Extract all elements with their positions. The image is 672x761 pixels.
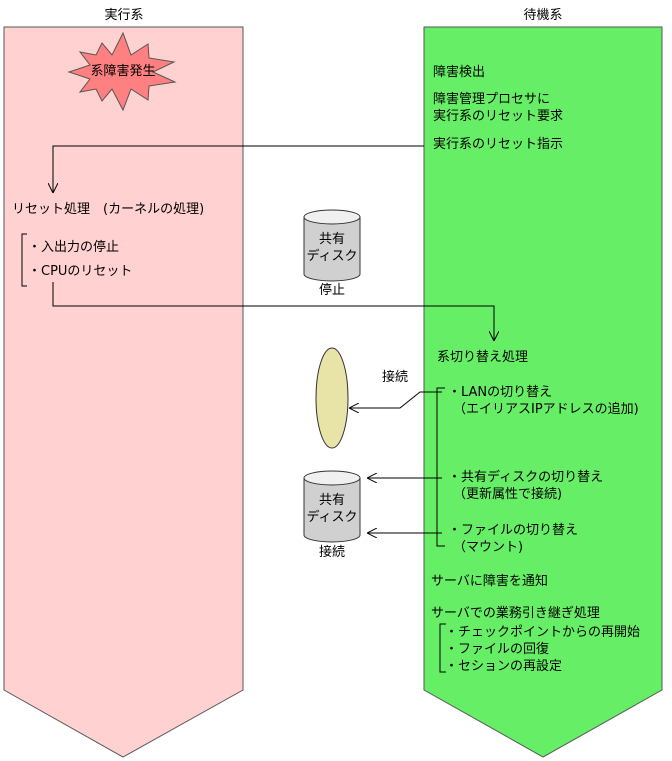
lan-status: 接続: [382, 370, 409, 385]
disk-bottom-status: 接続: [318, 545, 345, 560]
server-notify: サーバに障害を通知: [431, 574, 548, 589]
disk-top-label-2: ディスク: [306, 249, 358, 264]
shared-disk-stopped-icon: [303, 209, 361, 282]
switch-steps-bracket: [436, 387, 445, 547]
switch-step-disk-detail: （更新属性で接続): [453, 487, 563, 502]
switch-step-file: ・ファイルの切り替え: [448, 523, 579, 538]
lan-icon: [315, 347, 349, 449]
disk-top-label-1: 共有: [318, 232, 345, 247]
takeover-step-file-recovery: ・ファイルの回復: [445, 642, 550, 657]
switchover-arrow: [52, 282, 494, 340]
lan-connection-arrow: [350, 391, 442, 408]
disk-top-status: 停止: [318, 283, 345, 298]
standby-system-header: 待機系: [523, 8, 563, 23]
reset-steps-bracket: [21, 233, 27, 287]
takeover-step-session: ・セションの再設定: [445, 659, 563, 674]
reset-request-line2: 実行系のリセット要求: [433, 109, 564, 124]
disk-bottom-label-1: 共有: [318, 493, 345, 508]
reset-instruction-arrow: [53, 145, 424, 192]
switch-step-disk: ・共有ディスクの切り替え: [448, 470, 604, 485]
failure-detect: 障害検出: [433, 65, 486, 80]
switch-step-lan: ・LANの切り替え: [448, 385, 553, 400]
failure-label: 系障害発生: [90, 64, 156, 79]
shared-disk-connected-icon: [303, 470, 361, 543]
reset-instruct: 実行系のリセット指示: [433, 137, 564, 152]
reset-step-io-stop: ・入出力の停止: [28, 240, 120, 255]
failure-burst-icon: [67, 31, 177, 112]
takeover-step-checkpoint: ・チェックポイントからの再開始: [445, 625, 641, 640]
reset-process-title: リセット処理 (カーネルの処理): [12, 202, 205, 217]
active-system-header: 実行系: [104, 8, 144, 23]
switch-step-file-detail: （マウント): [453, 540, 524, 555]
reset-step-cpu-reset: ・CPUのリセット: [28, 264, 133, 279]
switch-step-lan-detail: （エイリアスIPアドレスの追加): [453, 402, 639, 417]
active-system-column: [3, 26, 244, 758]
reset-request-line1: 障害管理プロセサに: [433, 92, 551, 107]
disk-bottom-label-2: ディスク: [306, 510, 358, 525]
takeover-steps-bracket: [439, 623, 446, 673]
standby-system-column: [423, 26, 663, 758]
switch-process-title: 系切り替え処理: [437, 350, 529, 365]
takeover-title: サーバでの業務引き継ぎ処理: [431, 606, 600, 621]
